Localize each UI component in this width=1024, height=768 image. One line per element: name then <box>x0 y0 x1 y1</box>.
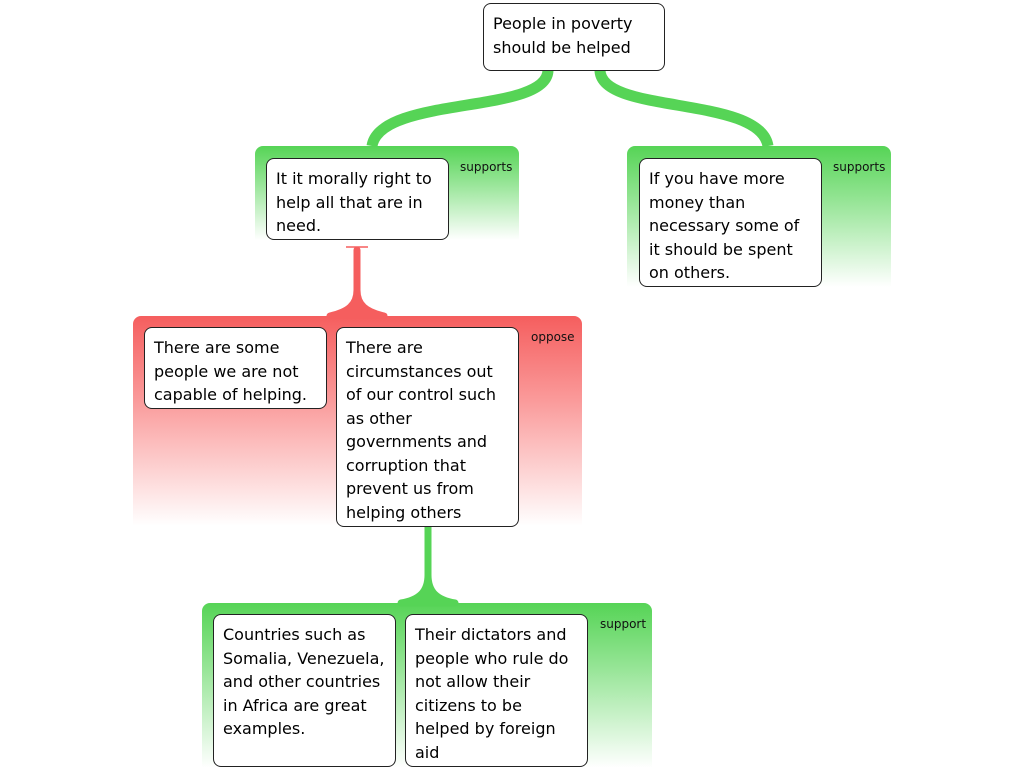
supports-label-right: supports <box>833 160 886 174</box>
support-label-bottom: support <box>600 617 647 631</box>
money-claim-node[interactable]: If you have more money than necessary so… <box>639 158 822 287</box>
not-capable-node[interactable]: There are some people we are not capable… <box>144 327 327 409</box>
dictators-node[interactable]: Their dictators and people who rule do n… <box>405 614 588 767</box>
root-claim-node[interactable]: People in poverty should be helped <box>483 3 665 71</box>
connector-root-right <box>594 68 774 148</box>
moral-claim-node[interactable]: It it morally right to help all that are… <box>266 158 449 240</box>
connector-oppose-support <box>397 522 459 607</box>
countries-example-node[interactable]: Countries such as Somalia, Venezuela, an… <box>213 614 396 767</box>
oppose-label: oppose <box>531 330 575 344</box>
connector-root-left <box>366 68 554 148</box>
connector-claim-oppose <box>326 246 388 320</box>
circumstances-node[interactable]: There are circumstances out of our contr… <box>336 327 519 527</box>
supports-label-left: supports <box>460 160 513 174</box>
